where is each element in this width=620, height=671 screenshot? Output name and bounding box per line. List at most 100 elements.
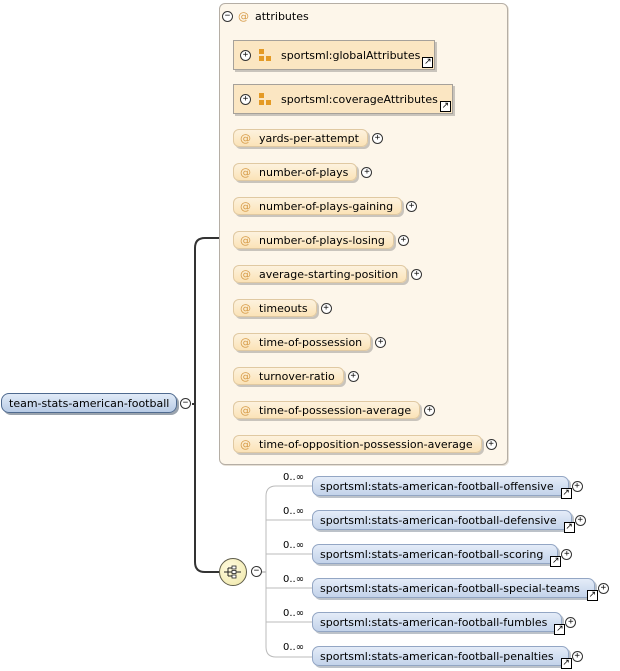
attribute-at-icon: @ (240, 437, 251, 451)
expand-toggle[interactable]: + (406, 200, 418, 212)
sequence-compositor[interactable] (219, 558, 247, 586)
attribute-label: average-starting-position (259, 267, 399, 281)
element-row: sportsml:stats-american-football-offensi… (312, 476, 583, 499)
attribute-turnover-ratio[interactable]: @ turnover-ratio (233, 367, 344, 385)
expand-toggle[interactable]: + (347, 370, 359, 382)
expand-toggle[interactable]: + (574, 514, 586, 526)
root-element-label: team-stats-american-football (9, 396, 170, 410)
reference-arrow-icon[interactable]: ↗ (439, 101, 451, 112)
attribute-at-icon: @ (240, 131, 251, 145)
expand-toggle[interactable]: + (397, 234, 409, 246)
reference-arrow-icon[interactable]: ↗ (560, 488, 572, 499)
expand-toggle[interactable]: + (561, 548, 573, 560)
reference-arrow-icon[interactable]: ↗ (554, 624, 566, 635)
expand-toggle[interactable]: + (371, 132, 383, 144)
expand-toggle[interactable]: + (565, 616, 577, 628)
root-collapse-toggle[interactable]: − (180, 398, 191, 409)
attribute-at-icon: @ (238, 9, 249, 23)
expand-toggle[interactable]: + (361, 166, 373, 178)
attribute-group-label: sportsml:coverageAttributes (281, 92, 438, 106)
attribute-number-of-plays-losing[interactable]: @number-of-plays-losing (233, 231, 394, 249)
attribute-time-of-possession[interactable]: @ time-of-possession (233, 333, 372, 351)
attributes-header: − @ attributes (222, 8, 309, 24)
attribute-label: number-of-plays (259, 165, 349, 179)
element-stats-american-football-scoring[interactable]: sportsml:stats-american-football-scoring… (312, 544, 562, 567)
cardinality-label: 0..∞ (283, 608, 305, 619)
attribute-at-icon: @ (240, 199, 251, 213)
attribute-row: @ time-of-possession + (233, 333, 387, 351)
attribute-label: number-of-plays-losing (259, 233, 385, 247)
attribute-group-icon (259, 92, 272, 106)
attribute-label: time-of-possession-average (259, 403, 412, 417)
element-label: sportsml:stats-american-football-scoring (320, 547, 544, 561)
expand-toggle[interactable]: + (597, 582, 609, 594)
attribute-row: @ number-of-plays-gaining + (233, 197, 418, 215)
attribute-row: @ average-starting-position + (233, 265, 423, 283)
attribute-timeouts[interactable]: @ timeouts (233, 299, 317, 317)
expand-toggle[interactable]: + (320, 302, 332, 314)
expand-toggle[interactable]: + (375, 336, 387, 348)
cardinality-label: 0..∞ (283, 642, 305, 653)
attribute-yards-per-attempt[interactable]: @ yards-per-attempt (233, 129, 368, 147)
attribute-label: time-of-opposition-possession-average (259, 437, 473, 451)
attribute-label: turnover-ratio (259, 369, 335, 383)
attribute-at-icon: @ (240, 267, 251, 281)
attribute-group-global-attributes[interactable]: + sportsml:globalAttributes ↗ (233, 40, 436, 70)
attributes-collapse-toggle[interactable]: − (222, 10, 233, 22)
reference-arrow-icon[interactable]: ↗ (563, 522, 575, 533)
expand-toggle[interactable]: + (571, 650, 583, 662)
expand-toggle[interactable]: + (571, 480, 583, 492)
expand-toggle[interactable]: + (485, 438, 497, 450)
reference-arrow-icon[interactable]: ↗ (550, 556, 562, 567)
element-stats-american-football-penalties[interactable]: sportsml:stats-american-football-penalti… (312, 646, 572, 669)
expand-toggle[interactable]: + (424, 404, 436, 416)
attribute-time-of-opposition-possession-average[interactable]: @ time-of-opposition-possession-average (233, 435, 482, 453)
cardinality-label: 0..∞ (283, 574, 305, 585)
attribute-label: number-of-plays-gaining (259, 199, 394, 213)
attribute-row: @ yards-per-attempt + (233, 129, 383, 147)
attribute-group-icon (259, 48, 272, 62)
attribute-row: @ time-of-opposition-possession-average + (233, 435, 497, 453)
attribute-at-icon: @ (240, 335, 251, 349)
attribute-label: timeouts (259, 301, 308, 315)
element-label: sportsml:stats-american-football-fumbles (320, 615, 548, 629)
attribute-label: time-of-possession (259, 335, 363, 349)
element-row: sportsml:stats-american-football-defensi… (312, 510, 586, 533)
attribute-label: yards-per-attempt (259, 131, 359, 145)
expand-toggle[interactable]: + (411, 268, 423, 280)
attribute-time-of-possession-average[interactable]: @ time-of-possession-average (233, 401, 421, 419)
sequence-icon (224, 565, 241, 579)
attribute-row: @ turnover-ratio + (233, 367, 359, 385)
reference-arrow-icon[interactable]: ↗ (586, 590, 598, 601)
attributes-header-label: attributes (255, 9, 309, 23)
attribute-number-of-plays[interactable]: @ number-of-plays (233, 163, 358, 181)
attribute-row: @ time-of-possession-average + (233, 401, 436, 419)
attribute-at-icon: @ (240, 403, 251, 417)
element-stats-american-football-fumbles[interactable]: sportsml:stats-american-football-fumbles… (312, 612, 566, 635)
root-element-team-stats-american-football[interactable]: team-stats-american-football (1, 393, 178, 413)
reference-arrow-icon[interactable]: ↗ (422, 57, 434, 68)
attribute-row: @number-of-plays-losing + (233, 231, 409, 249)
sequence-collapse-toggle[interactable]: − (251, 566, 262, 577)
cardinality-label: 0..∞ (283, 540, 305, 551)
element-stats-american-football-special-teams[interactable]: sportsml:stats-american-football-special… (312, 578, 598, 601)
attribute-group-coverage-attributes[interactable]: + sportsml:coverageAttributes ↗ (233, 84, 453, 114)
element-stats-american-football-defensive[interactable]: sportsml:stats-american-football-defensi… (312, 510, 575, 533)
attribute-at-icon: @ (240, 369, 251, 383)
reference-arrow-icon[interactable]: ↗ (560, 658, 572, 669)
element-label: sportsml:stats-american-football-offensi… (320, 479, 554, 493)
attribute-number-of-plays-gaining[interactable]: @ number-of-plays-gaining (233, 197, 403, 215)
attribute-group-label: sportsml:globalAttributes (281, 48, 421, 62)
element-label: sportsml:stats-american-football-defensi… (320, 513, 557, 527)
attribute-at-icon: @ (240, 301, 251, 315)
attribute-row: @ number-of-plays + (233, 163, 373, 181)
element-label: sportsml:stats-american-football-special… (320, 581, 580, 595)
attribute-row: @ timeouts + (233, 299, 332, 317)
attribute-at-icon: @ (240, 165, 251, 179)
element-stats-american-football-offensive[interactable]: sportsml:stats-american-football-offensi… (312, 476, 572, 499)
element-row: sportsml:stats-american-football-penalti… (312, 646, 583, 669)
expand-toggle[interactable]: + (240, 93, 251, 105)
expand-toggle[interactable]: + (240, 49, 251, 61)
element-label: sportsml:stats-american-football-penalti… (320, 649, 554, 663)
attribute-average-starting-position[interactable]: @ average-starting-position (233, 265, 408, 283)
